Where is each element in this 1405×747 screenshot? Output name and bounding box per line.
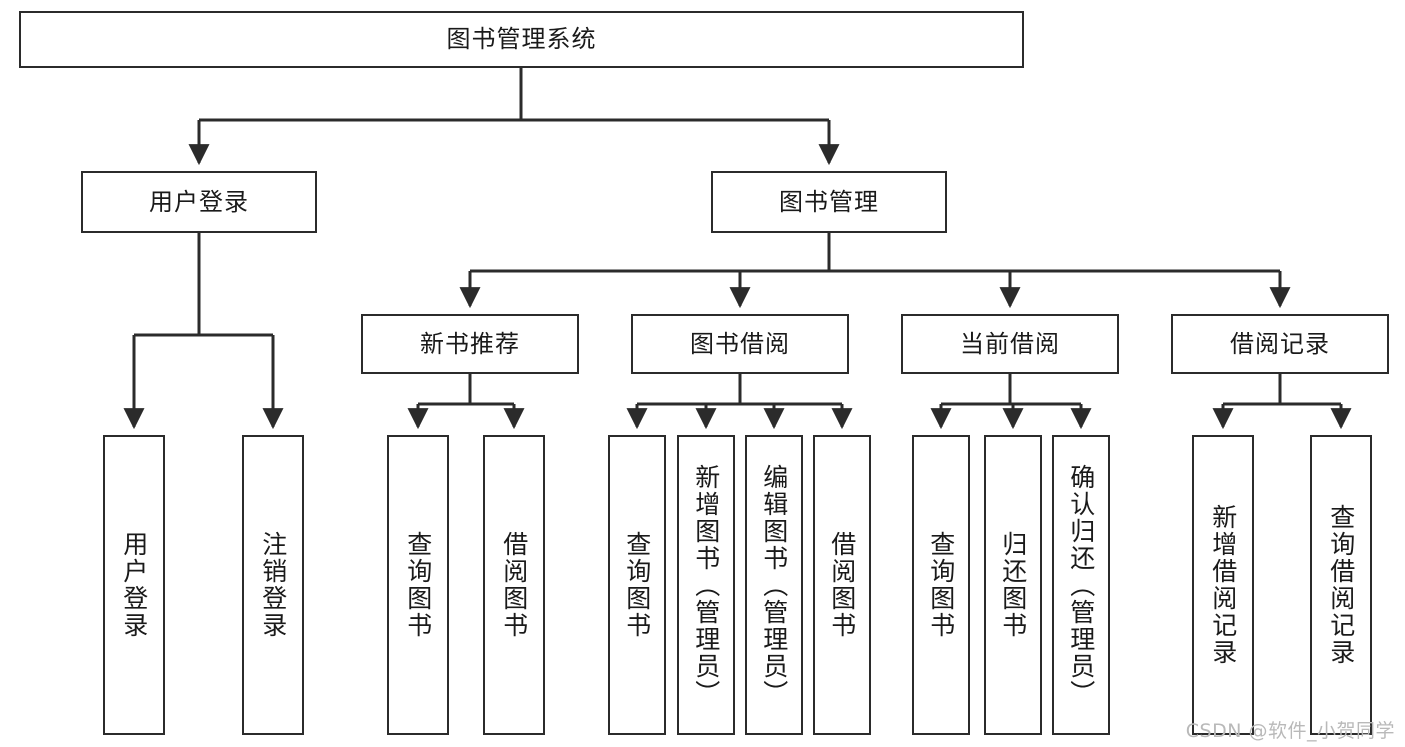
node-leaf-edit-book-admin-label: 编辑图书（管理员） [759,463,789,707]
node-borrow-record-label: 借阅记录 [1230,329,1330,358]
node-book-manage-label: 图书管理 [779,187,879,216]
node-leaf-borrow-book-1[interactable]: 借阅图书 [483,435,545,735]
node-leaf-query-book-3[interactable]: 查询图书 [912,435,970,735]
node-leaf-borrow-book-1-label: 借阅图书 [499,531,529,639]
node-leaf-query-book-2[interactable]: 查询图书 [608,435,666,735]
node-leaf-add-book-admin-label: 新增图书（管理员） [691,463,721,707]
node-user-login[interactable]: 用户登录 [81,171,317,233]
node-borrow-record[interactable]: 借阅记录 [1171,314,1389,374]
node-leaf-logout[interactable]: 注销登录 [242,435,304,735]
node-current-borrow[interactable]: 当前借阅 [901,314,1119,374]
node-leaf-confirm-return-admin-label: 确认归还（管理员） [1066,463,1096,707]
node-root-label: 图书管理系统 [446,25,597,54]
node-book-manage[interactable]: 图书管理 [711,171,947,233]
node-book-borrow[interactable]: 图书借阅 [631,314,849,374]
node-leaf-query-book-1[interactable]: 查询图书 [387,435,449,735]
node-leaf-query-borrow-record-label: 查询借阅记录 [1326,504,1356,666]
node-leaf-query-book-1-label: 查询图书 [403,531,433,639]
node-leaf-user-login[interactable]: 用户登录 [103,435,165,735]
node-user-login-label: 用户登录 [149,187,249,216]
node-leaf-logout-label: 注销登录 [258,531,288,639]
node-leaf-borrow-book-2-label: 借阅图书 [827,531,857,639]
node-leaf-query-book-2-label: 查询图书 [622,531,652,639]
node-new-book-recommend[interactable]: 新书推荐 [361,314,579,374]
node-leaf-query-book-3-label: 查询图书 [926,531,956,639]
node-leaf-user-login-label: 用户登录 [119,531,149,639]
node-leaf-borrow-book-2[interactable]: 借阅图书 [813,435,871,735]
node-current-borrow-label: 当前借阅 [960,329,1060,358]
node-root[interactable]: 图书管理系统 [19,11,1024,68]
node-leaf-return-book[interactable]: 归还图书 [984,435,1042,735]
node-leaf-add-borrow-record-label: 新增借阅记录 [1208,504,1238,666]
node-leaf-query-borrow-record[interactable]: 查询借阅记录 [1310,435,1372,735]
watermark: CSDN @软件_小贺同学 [1185,720,1395,742]
node-leaf-add-borrow-record[interactable]: 新增借阅记录 [1192,435,1254,735]
node-leaf-edit-book-admin[interactable]: 编辑图书（管理员） [745,435,803,735]
node-leaf-confirm-return-admin[interactable]: 确认归还（管理员） [1052,435,1110,735]
node-leaf-add-book-admin[interactable]: 新增图书（管理员） [677,435,735,735]
node-new-book-recommend-label: 新书推荐 [420,329,520,358]
node-book-borrow-label: 图书借阅 [690,329,790,358]
node-leaf-return-book-label: 归还图书 [998,531,1028,639]
